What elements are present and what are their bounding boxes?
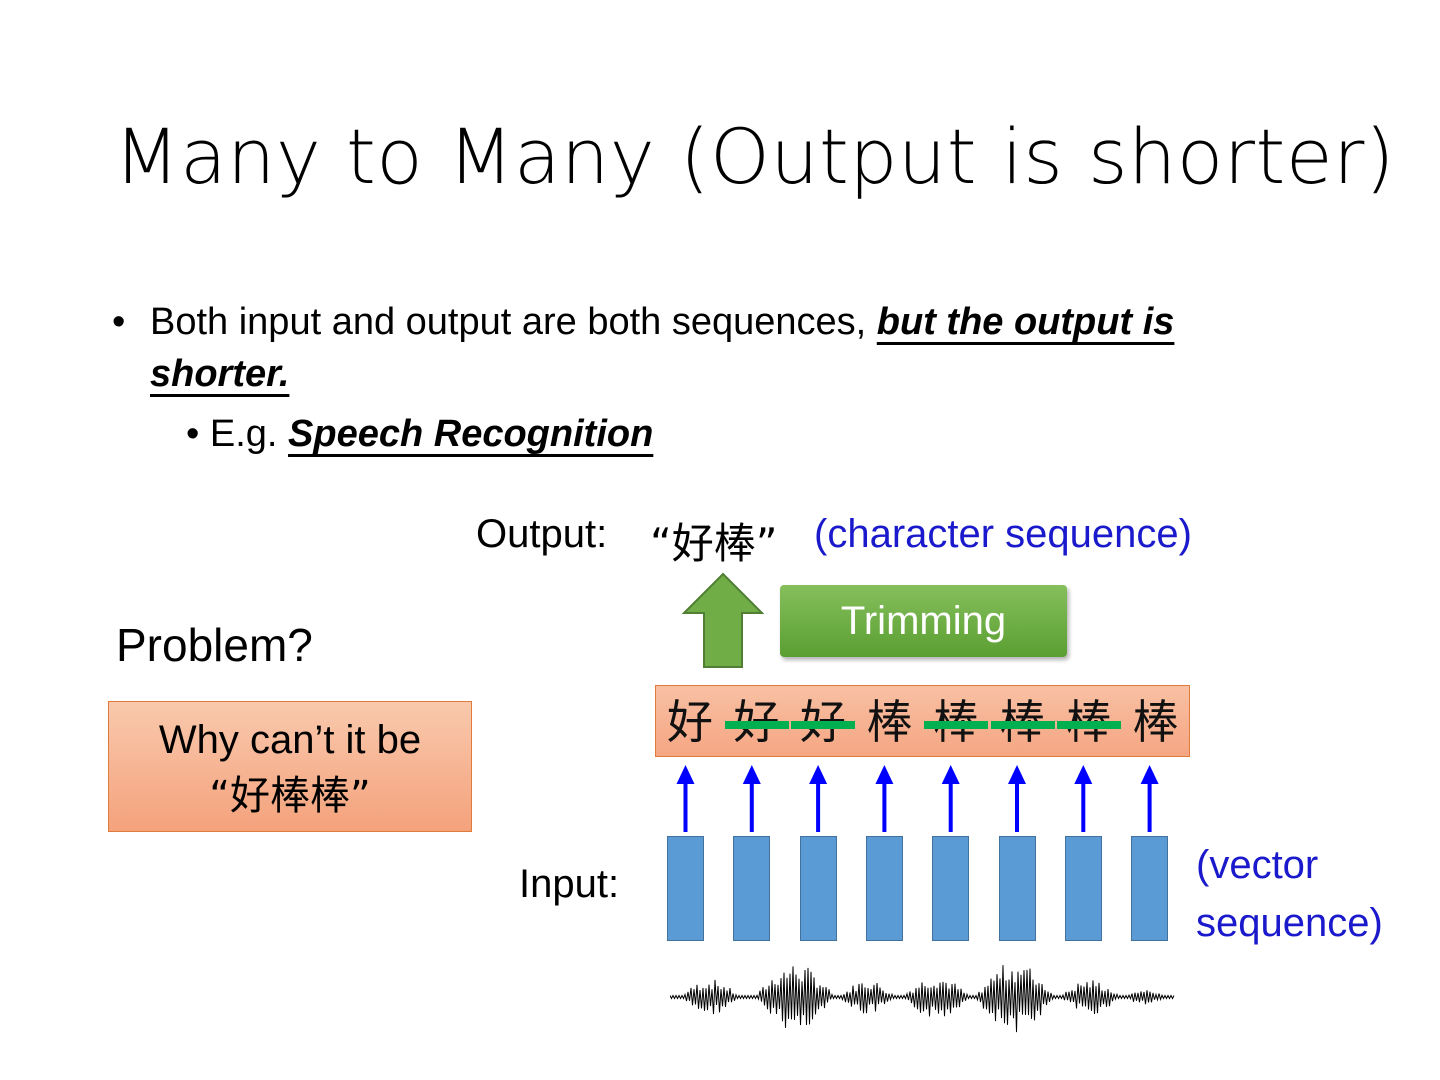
strike-line — [791, 721, 855, 729]
bullet-main-plain: Both input and output are both sequences… — [150, 301, 877, 343]
input-note: (vector sequence) — [1196, 836, 1383, 952]
bullet-main-emphasis: but the output is shorter. — [150, 301, 1175, 395]
vector-to-char-arrows — [676, 765, 1159, 832]
waveform-path — [670, 965, 1175, 1033]
input-vector — [998, 836, 1036, 941]
input-vector — [1064, 836, 1102, 941]
bullet-sub-emphasis: Speech Recognition — [288, 413, 654, 455]
up-arrow-head-icon — [742, 765, 761, 784]
input-vector — [799, 836, 837, 941]
character-sequence-box: 好好好棒棒棒棒棒 — [655, 685, 1190, 757]
input-vector — [1131, 836, 1169, 941]
up-arrow-head-icon — [941, 765, 960, 784]
up-arrow-head-icon — [1074, 765, 1093, 784]
output-note: (character sequence) — [814, 512, 1192, 556]
input-vector — [667, 836, 704, 941]
output-value: “好棒” — [650, 519, 778, 568]
input-note-line1: (vector — [1196, 843, 1319, 887]
up-arrow-head-icon — [875, 765, 894, 784]
slide-title: Many to Many (Output is shorter) — [114, 112, 1395, 201]
up-arrow-head-icon — [1140, 765, 1159, 784]
output-label: Output: — [476, 512, 608, 556]
bullet-dot: • — [112, 301, 126, 343]
input-vector — [733, 836, 771, 941]
why-box: Why can’t it be “好棒棒” — [108, 701, 472, 832]
strike-line — [990, 721, 1055, 729]
strike-line — [924, 721, 988, 729]
up-arrow-head-icon — [1008, 765, 1026, 784]
trimming-box: Trimming — [780, 585, 1067, 657]
bullet-sub-dot: • — [186, 413, 200, 455]
input-vector — [865, 836, 903, 941]
bullet-main-text: Both input and output are both sequences… — [150, 296, 1310, 400]
up-arrow-head-icon — [809, 765, 828, 784]
input-label: Input: — [519, 862, 620, 906]
input-vector — [932, 836, 970, 941]
speech-waveform-icon — [670, 965, 1175, 1033]
bullet-sub-prefix: E.g. — [209, 413, 289, 455]
bullet-sub: • E.g. Speech Recognition — [186, 410, 653, 458]
why-box-line2: “好棒棒” — [209, 773, 371, 819]
up-arrow-icon — [681, 572, 765, 668]
why-box-line1: Why can’t it be — [158, 718, 422, 762]
strike-line — [1057, 721, 1121, 729]
problem-label: Problem? — [116, 619, 313, 671]
output-char: 棒 — [866, 695, 913, 749]
output-char: 好 — [667, 695, 713, 749]
input-note-line2: sequence) — [1196, 901, 1383, 945]
output-char: 棒 — [1132, 695, 1179, 749]
up-arrow-head-icon — [676, 765, 695, 784]
strike-line — [724, 721, 789, 729]
